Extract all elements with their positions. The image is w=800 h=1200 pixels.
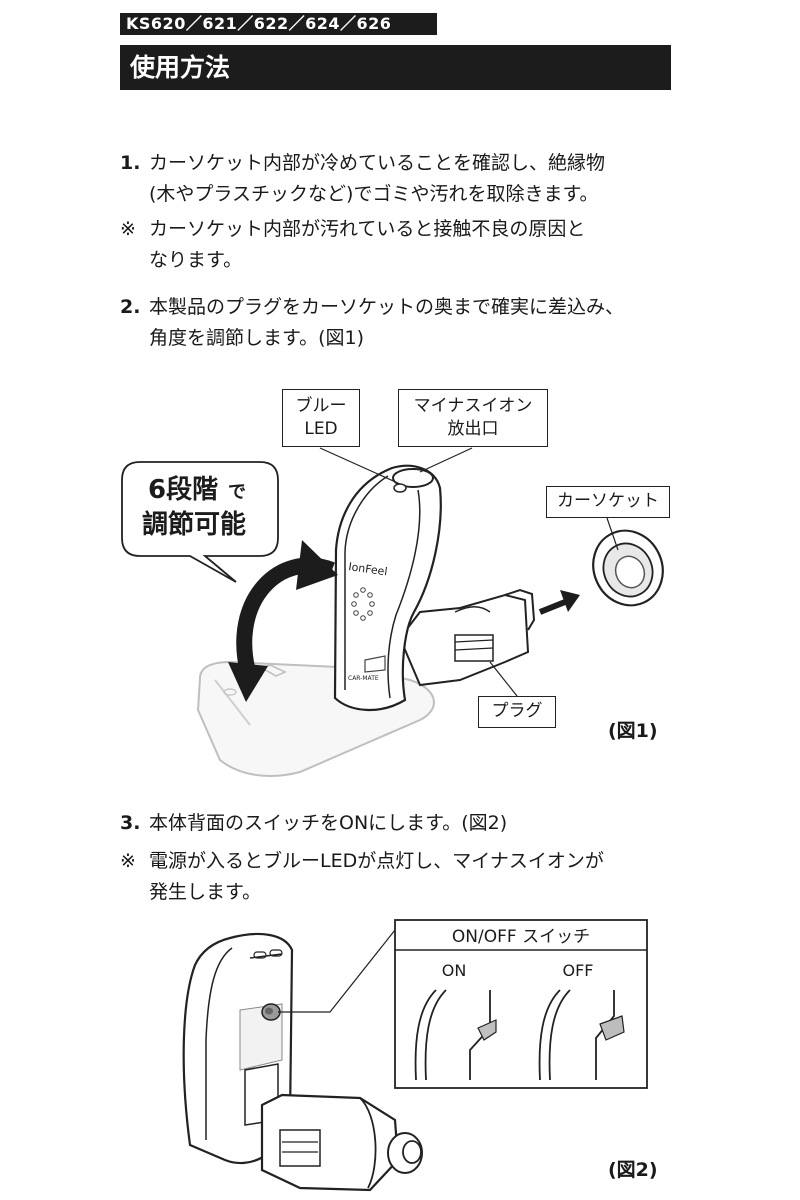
step-3: 3. 本体背面のスイッチをONにします。(図2) [120,808,680,839]
switch-off-label: OFF [563,961,594,980]
note-text: 電源が入るとブルーLEDが点灯し、マイナスイオンが 発生します。 [149,850,604,903]
step-1: 1. カーソケット内部が冷めていることを確認し、絶縁物 (木やプラスチックなど)… [120,148,680,210]
step-text: 本製品のプラグをカーソケットの奥まで確実に差込み、 角度を調節します。(図1) [149,296,625,349]
note-2: ※ 電源が入るとブルーLEDが点灯し、マイナスイオンが 発生します。 [120,846,680,908]
bubble-line1-big: 6段階 [148,474,218,505]
figure-2-illustration: ON/OFF スイッチ ON OFF [182,919,648,1192]
switch-panel-title: ON/OFF スイッチ [452,927,590,947]
step-marker: 2. [120,296,141,318]
step-marker: 3. [120,812,141,834]
note-text: カーソケット内部が汚れていると接触不良の原因と なります。 [149,218,586,271]
ion-outlet-label: マイナスイオン 放出口 [398,389,548,447]
figure-1-caption: (図1) [608,720,658,742]
note-marker: ※ [120,850,136,872]
svg-text:CAR-MATE: CAR-MATE [348,675,379,682]
bubble-line2: 調節可能 [142,509,246,540]
step-text: カーソケット内部が冷めていることを確認し、絶縁物 (木やプラスチックなど)でゴミ… [149,152,606,205]
step-2: 2. 本製品のプラグをカーソケットの奥まで確実に差込み、 角度を調節します。(図… [120,292,680,354]
step-text: 本体背面のスイッチをONにします。(図2) [149,812,508,834]
figure-1-illustration: IonFeel CAR-MATE 6段階 で 調節可能 [121,447,664,777]
switch-on-label: ON [442,961,467,980]
section-title: 使用方法 [120,45,671,90]
blue-led-label: ブルー LED [282,389,360,447]
svg-text:IonFeel: IonFeel [348,560,389,578]
plug-label: プラグ [478,696,556,728]
step-marker: 1. [120,152,141,174]
note-1: ※ カーソケット内部が汚れていると接触不良の原因と なります。 [120,214,680,276]
car-socket-label: カーソケット [546,486,670,518]
note-marker: ※ [120,218,136,240]
figure-2-caption: (図2) [608,1159,658,1181]
model-number-tag: KS620／621／622／624／626 [120,13,437,35]
bubble-line1-small: で [228,482,246,503]
